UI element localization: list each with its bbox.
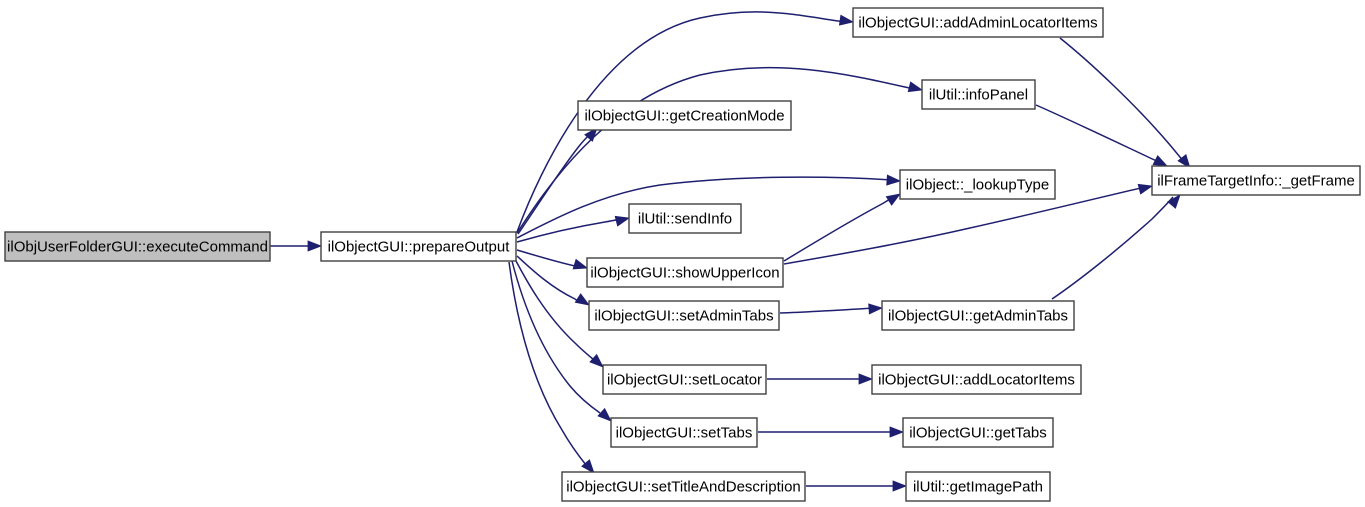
edge-prepareOutput-to-setTabs	[511, 260, 601, 414]
node-setTabs[interactable]: ilObjectGUI::setTabs	[610, 417, 758, 448]
node-label-lookupType: ilObject::_lookupType	[906, 176, 1049, 193]
node-setAdminTabs[interactable]: ilObjectGUI::setAdminTabs	[588, 300, 780, 331]
node-prepareOutput[interactable]: ilObjectGUI::prepareOutput	[320, 231, 517, 262]
node-box-setTabs[interactable]	[610, 417, 758, 448]
node-label-infoPanel: ilUtil::infoPanel	[929, 86, 1028, 103]
arrowhead-icon	[858, 373, 874, 385]
node-box-executeCommand[interactable]	[4, 231, 271, 262]
node-box-setAdminTabs[interactable]	[588, 300, 780, 331]
node-box-addAdminLocatorItems[interactable]	[852, 7, 1104, 38]
arrowhead-icon	[597, 407, 612, 422]
arrowhead-icon	[574, 293, 590, 306]
node-box-sendInfo[interactable]	[628, 203, 742, 234]
node-label-sendInfo: ilUtil::sendInfo	[638, 210, 732, 227]
arrowhead-icon	[1177, 154, 1191, 169]
node-executeCommand[interactable]: ilObjUserFolderGUI::executeCommand	[4, 231, 271, 262]
arrowhead-icon	[889, 426, 905, 438]
edge-showUpperIcon-to-lookupType	[783, 197, 893, 262]
node-box-getImagePath[interactable]	[905, 471, 1051, 502]
arrowhead-icon	[572, 258, 589, 270]
arrowhead-icon	[589, 353, 604, 368]
node-box-getTabs[interactable]	[902, 417, 1054, 448]
node-getFrame[interactable]: ilFrameTargetInfo::_getFrame	[1151, 165, 1361, 196]
node-addAdminLocatorItems[interactable]: ilObjectGUI::addAdminLocatorItems	[852, 7, 1104, 38]
node-label-addAdminLocatorItems: ilObjectGUI::addAdminLocatorItems	[858, 14, 1097, 31]
node-label-prepareOutput: ilObjectGUI::prepareOutput	[328, 238, 511, 255]
node-label-setLocator: ilObjectGUI::setLocator	[607, 371, 762, 388]
node-box-getCreationMode[interactable]	[577, 100, 792, 131]
node-box-prepareOutput[interactable]	[320, 231, 517, 262]
node-getCreationMode[interactable]: ilObjectGUI::getCreationMode	[577, 100, 792, 131]
arrowhead-icon	[885, 193, 901, 206]
node-showUpperIcon[interactable]: ilObjectGUI::showUpperIcon	[586, 257, 784, 288]
node-label-setTitleAndDescription: ilObjectGUI::setTitleAndDescription	[566, 478, 801, 495]
edge-showUpperIcon-to-getFrame	[783, 186, 1146, 265]
node-label-getAdminTabs: ilObjectGUI::getAdminTabs	[888, 307, 1068, 324]
node-box-lookupType[interactable]	[899, 169, 1056, 200]
arrowhead-icon	[886, 174, 902, 186]
edge-prepareOutput-to-setLocator	[514, 258, 595, 361]
edge-getAdminTabs-to-getFrame	[1051, 196, 1174, 300]
edge-prepareOutput-to-showUpperIcon	[516, 249, 576, 267]
node-getAdminTabs[interactable]: ilObjectGUI::getAdminTabs	[881, 300, 1075, 331]
edge-prepareOutput-to-setTitleAndDescription	[508, 261, 587, 466]
node-label-addLocatorItems: ilObjectGUI::addLocatorItems	[878, 371, 1075, 388]
edge-addAdminLocatorItems-to-getFrame	[1059, 37, 1185, 163]
arrowhead-icon	[307, 240, 323, 252]
node-label-getImagePath: ilUtil::getImagePath	[913, 478, 1043, 495]
node-lookupType[interactable]: ilObject::_lookupType	[899, 169, 1056, 200]
edge-prepareOutput-to-lookupType	[516, 176, 893, 239]
arrowhead-icon	[838, 14, 855, 26]
arrowhead-icon	[1167, 194, 1181, 209]
node-box-getAdminTabs[interactable]	[881, 300, 1075, 331]
node-label-setTabs: ilObjectGUI::setTabs	[616, 424, 753, 441]
node-box-addLocatorItems[interactable]	[871, 364, 1082, 395]
node-infoPanel[interactable]: ilUtil::infoPanel	[921, 79, 1036, 110]
node-box-setTitleAndDescription[interactable]	[561, 471, 806, 502]
node-label-getTabs: ilObjectGUI::getTabs	[909, 424, 1047, 441]
edges-layer	[270, 11, 1185, 487]
edge-prepareOutput-to-addAdminLocatorItems	[516, 11, 846, 233]
node-label-setAdminTabs: ilObjectGUI::setAdminTabs	[594, 307, 773, 324]
node-box-infoPanel[interactable]	[921, 79, 1036, 110]
node-label-showUpperIcon: ilObjectGUI::showUpperIcon	[590, 264, 779, 281]
node-setTitleAndDescription[interactable]: ilObjectGUI::setTitleAndDescription	[561, 471, 806, 502]
node-setLocator[interactable]: ilObjectGUI::setLocator	[602, 364, 767, 395]
node-label-getFrame: ilFrameTargetInfo::_getFrame	[1157, 172, 1355, 189]
node-box-setLocator[interactable]	[602, 364, 767, 395]
node-box-showUpperIcon[interactable]	[586, 257, 784, 288]
node-sendInfo[interactable]: ilUtil::sendInfo	[628, 203, 742, 234]
node-label-executeCommand: ilObjUserFolderGUI::executeCommand	[7, 238, 268, 255]
arrowhead-icon	[1137, 183, 1154, 195]
node-getImagePath[interactable]: ilUtil::getImagePath	[905, 471, 1051, 502]
arrowhead-icon	[868, 303, 884, 315]
arrowhead-icon	[907, 81, 924, 93]
node-box-getFrame[interactable]	[1151, 165, 1361, 196]
arrowhead-icon	[581, 459, 595, 474]
arrowhead-icon	[584, 127, 598, 142]
node-getTabs[interactable]: ilObjectGUI::getTabs	[902, 417, 1054, 448]
node-addLocatorItems[interactable]: ilObjectGUI::addLocatorItems	[871, 364, 1082, 395]
arrowhead-icon	[614, 215, 631, 227]
arrowheads-layer	[307, 14, 1191, 492]
arrowhead-icon	[1152, 154, 1168, 167]
edge-setAdminTabs-to-getAdminTabs	[779, 307, 875, 314]
arrowhead-icon	[892, 480, 908, 492]
node-label-getCreationMode: ilObjectGUI::getCreationMode	[584, 107, 784, 124]
